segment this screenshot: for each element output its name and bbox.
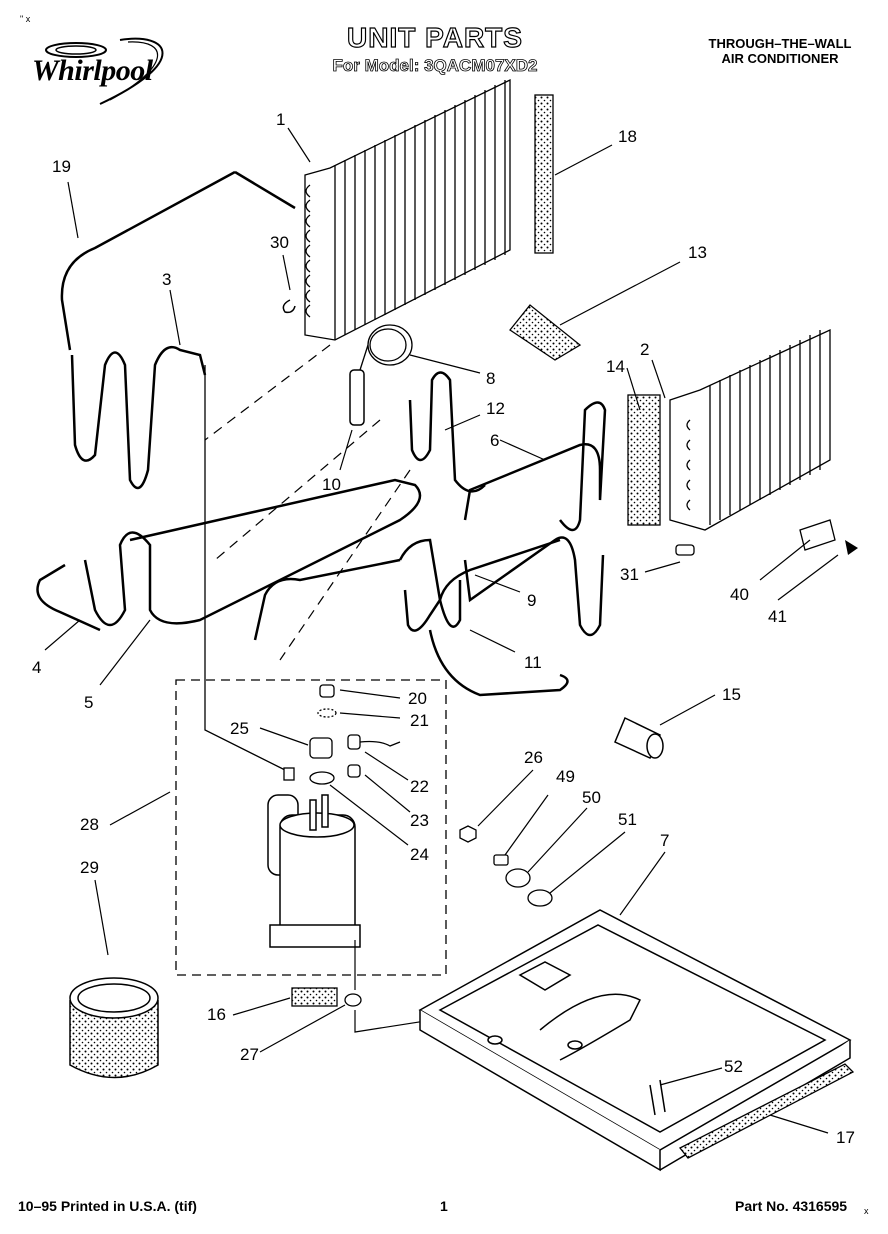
callout-26: 26 [524,748,543,767]
callout-52: 52 [724,1057,743,1076]
plug-cap [675,544,695,556]
condenser-tube [70,345,207,490]
callout-31: 31 [620,565,639,584]
condenser-coil [304,78,511,341]
page-title: UNIT PARTS [346,21,523,53]
page-title-block: UNIT PARTS For Model: 3QACM07XD2 [300,21,570,76]
tube-clip [282,299,296,314]
sleeve [614,716,664,759]
whirlpool-logo: Whirlpool [20,32,200,110]
drain-fitting [493,854,553,907]
compressor [267,794,361,948]
callout-51: 51 [618,810,637,829]
liquid-line-tube [408,371,486,493]
evaporator-bracket [627,394,661,526]
product-line-2: AIR CONDITIONER [721,51,839,66]
air-deflector [509,304,582,361]
callout-8: 8 [486,369,495,388]
dashed-guide-lines [204,344,411,661]
print-info: 10–95 Printed in U.S.A. (tif) [18,1198,197,1214]
model-line: For Model: 3QACM07XD2 [332,56,538,76]
callout-20: 20 [408,689,427,708]
callout-16: 16 [207,1005,226,1024]
callout-40: 40 [730,585,749,604]
callout-23: 23 [410,811,429,830]
strainer-drier [349,369,365,426]
callout-49: 49 [556,767,575,786]
hex-nut [459,825,477,843]
callout-29: 29 [80,858,99,877]
brand-name: Whirlpool [32,54,153,87]
leader-line [204,365,286,771]
page-number: 1 [440,1198,448,1214]
product-type: THROUGH–THE–WALL AIR CONDITIONER [680,36,880,66]
base-pan [418,909,852,1172]
side-channel-strip [534,94,554,254]
compressor-insulation [69,977,159,1079]
callout-15: 15 [722,685,741,704]
callout-leaders [44,127,839,1134]
discharge-tube [60,170,296,351]
bracket-screw [845,540,858,555]
callout-24: 24 [410,845,429,864]
callout-27: 27 [240,1045,259,1064]
callout-14: 14 [606,357,625,376]
callout-19: 19 [52,157,71,176]
seal-strip [678,1063,855,1159]
compressor-pad [291,987,338,1007]
whirlpool-swoosh-icon [45,37,164,105]
grommet [344,993,362,1007]
callout-50: 50 [582,788,601,807]
product-line-1: THROUGH–THE–WALL [708,36,852,51]
part-number: Part No. 4316595 [735,1198,848,1214]
callout-3: 3 [162,270,171,289]
callout-7: 7 [660,831,669,850]
suction-tube-assembly [36,478,422,632]
callout-1: 1 [276,110,285,129]
callout-5: 5 [84,693,93,712]
terminal-cover-parts [283,684,401,785]
mounting-bracket [799,519,836,551]
callout-13: 13 [688,243,707,262]
callout-9: 9 [527,591,536,610]
callout-28: 28 [80,815,99,834]
callout-22-label-25: 25 [230,719,249,738]
callout-10: 10 [322,475,341,494]
callout-21: 21 [410,711,429,730]
callout-labels: 1 2 3 4 5 6 7 8 9 10 11 12 13 14 15 16 1… [32,110,855,1147]
corner-mark-bottom: x [864,1206,869,1216]
callout-22: 22 [410,777,429,796]
callout-18: 18 [618,127,637,146]
compressor-kit-box [175,679,447,976]
callout-2: 2 [640,340,649,359]
callout-17: 17 [836,1128,855,1147]
callout-30: 30 [270,233,289,252]
evaporator-tubes [253,401,607,697]
callout-12: 12 [486,399,505,418]
capillary-tube [359,324,413,371]
callout-6: 6 [490,431,499,450]
evaporator-coil [669,328,831,531]
condenser-fins [334,80,506,340]
condenser-return-bends [305,184,311,318]
callout-11: 11 [524,653,542,672]
callout-41: 41 [768,607,787,626]
callout-4: 4 [32,658,41,677]
corner-mark-top: " x [20,14,31,24]
